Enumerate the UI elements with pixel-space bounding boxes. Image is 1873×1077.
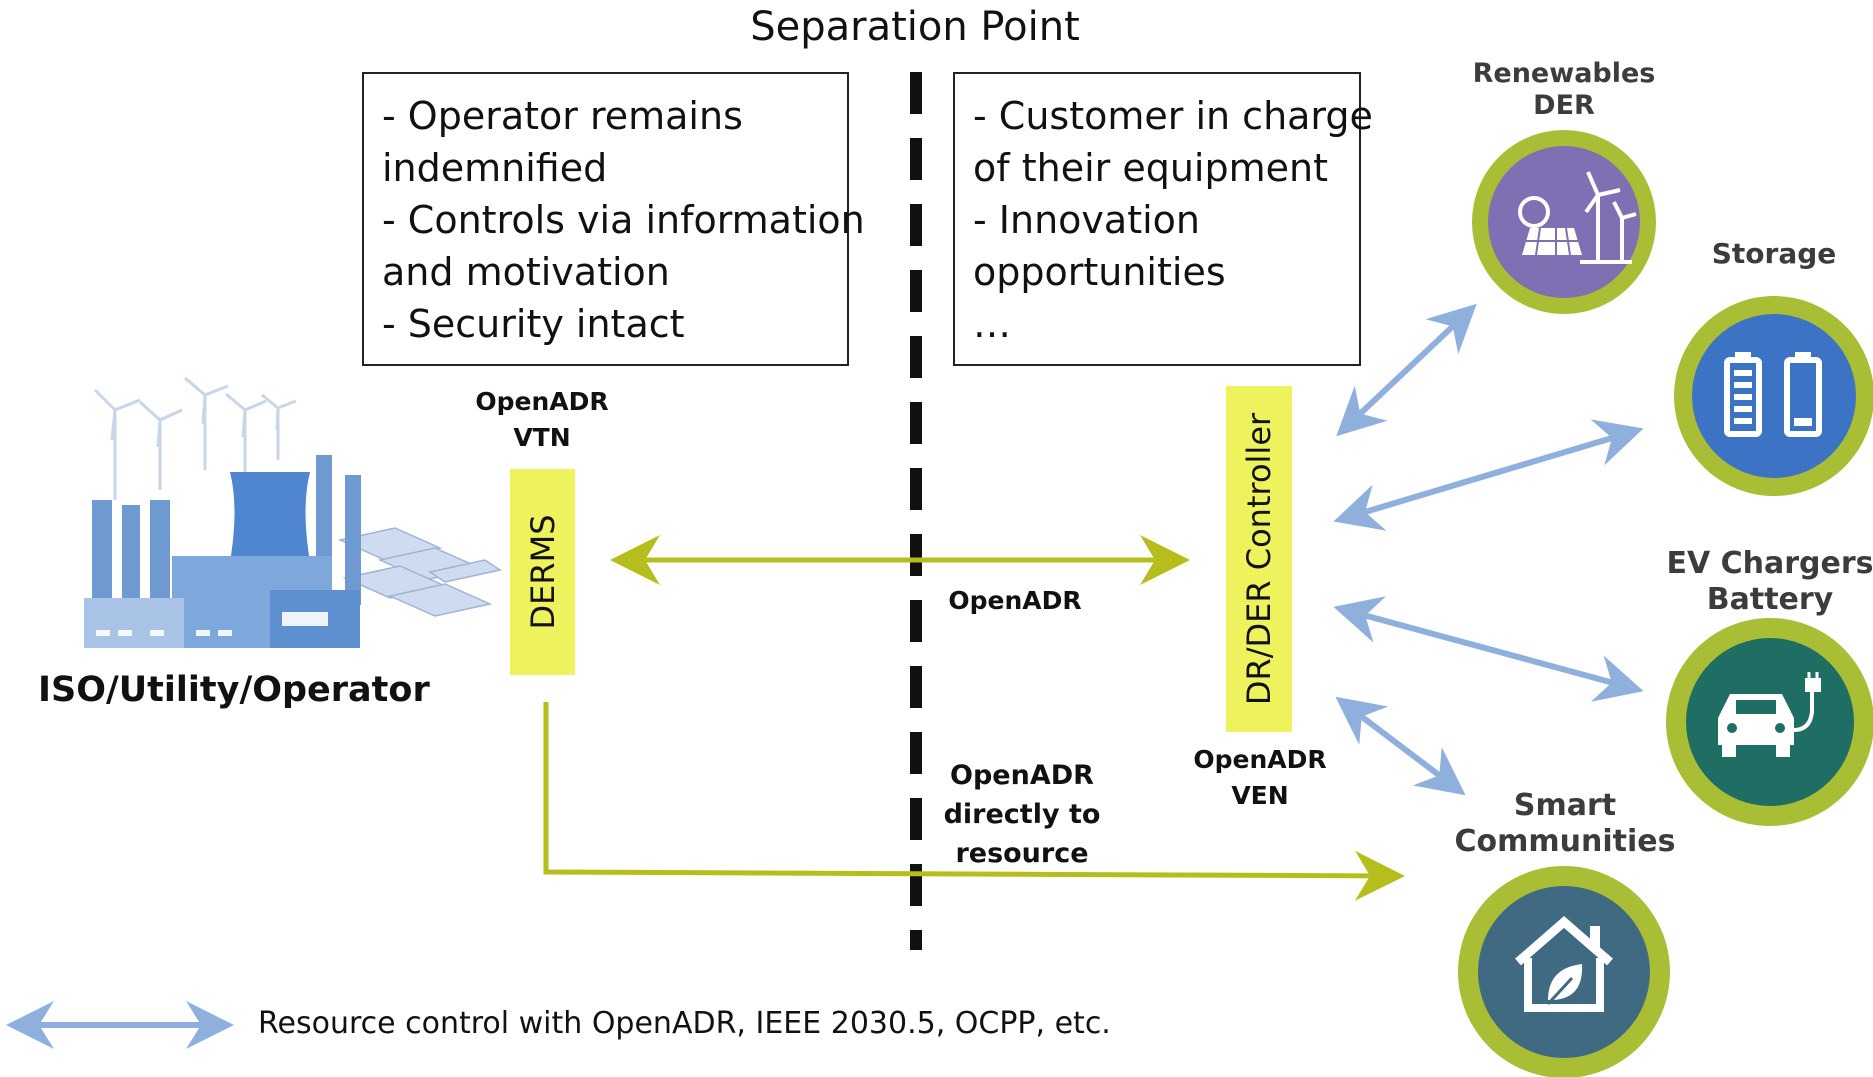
customer-benefit-line: opportunities [973, 250, 1226, 294]
ev-car-charger-icon [1718, 672, 1821, 757]
ev-label-line2: Battery [1706, 582, 1834, 617]
operator-benefit-line: indemnified [382, 146, 608, 190]
derms-label: DERMS [523, 514, 562, 630]
operator-benefit-line: - Controls via information [382, 198, 865, 242]
storage-badge [1674, 296, 1873, 496]
ven-label-line1: OpenADR [1193, 745, 1327, 774]
battery-icon [1724, 352, 1822, 437]
storage-control-arrow [1333, 419, 1644, 531]
power-plant-icon [84, 376, 502, 648]
direct-label-line2: directly to [943, 799, 1101, 830]
smart-label-line1: Smart [1513, 788, 1617, 823]
controller-label: DR/DER Controller [1240, 412, 1278, 706]
direct-label-line1: OpenADR [950, 760, 1094, 791]
operator-benefit-line: and motivation [382, 250, 670, 294]
operator-benefit-line: - Security intact [382, 302, 685, 346]
renewables-label-line1: Renewables [1472, 58, 1656, 89]
renewables-control-arrow [1336, 303, 1477, 437]
customer-benefits-box: - Customer in charge of their equipment … [953, 72, 1373, 366]
ev-label: EV Chargers Battery [1640, 546, 1873, 618]
smart-control-arrow [1335, 696, 1466, 796]
customer-benefit-line: - Innovation [973, 198, 1200, 242]
solar-wind-icon [1518, 171, 1637, 264]
house-leaf-icon [1515, 916, 1613, 1012]
customer-benefit-line: of their equipment [973, 146, 1328, 190]
storage-label: Storage [1664, 238, 1873, 270]
smart-communities-badge [1458, 866, 1670, 1077]
openadr-link-label: OpenADR [948, 586, 1082, 615]
operator-label: ISO/Utility/Operator [38, 670, 430, 710]
der-controller-node: DR/DER Controller [1226, 386, 1292, 732]
operator-benefit-line: - Operator remains [382, 94, 743, 138]
storage-label-line1: Storage [1711, 237, 1837, 270]
smart-label-line2: Communities [1454, 824, 1676, 859]
derms-node: DERMS [510, 469, 575, 675]
ev-control-arrow [1333, 596, 1644, 702]
vtn-label-line2: VTN [513, 423, 571, 452]
ev-label-line1: EV Chargers [1666, 546, 1873, 581]
legend-text: Resource control with OpenADR, IEEE 2030… [258, 1006, 1111, 1041]
ven-label: OpenADR VEN [1180, 742, 1340, 814]
operator-benefits-box: - Operator remains indemnified - Control… [362, 72, 865, 366]
page-title: Separation Point [750, 4, 1080, 50]
vtn-label: OpenADR VTN [462, 384, 622, 456]
renewables-label-line2: DER [1533, 90, 1595, 121]
customer-benefit-line: … [973, 302, 1011, 346]
renewables-label: Renewables DER [1454, 58, 1674, 122]
customer-benefit-line: - Customer in charge [973, 94, 1373, 138]
direct-label-line3: resource [955, 838, 1089, 869]
renewables-badge [1472, 130, 1656, 314]
ven-label-line2: VEN [1231, 781, 1289, 810]
direct-resource-label: OpenADR directly to resource [932, 756, 1112, 873]
direct-resource-arrow [543, 702, 1405, 901]
vtn-label-line1: OpenADR [475, 387, 609, 416]
ev-badge [1666, 618, 1873, 826]
smart-label: Smart Communities [1440, 788, 1690, 860]
